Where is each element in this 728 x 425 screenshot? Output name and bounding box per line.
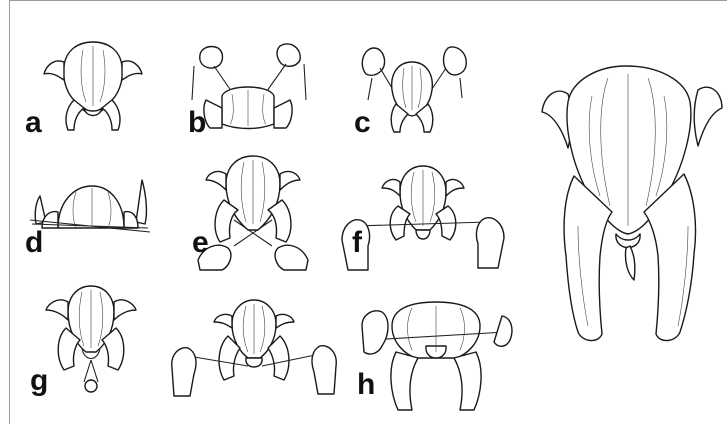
panel-h-label: h <box>357 370 375 400</box>
panel-pull-string-illustration <box>168 296 340 401</box>
panel-c-label: c <box>354 108 371 138</box>
panel-f-illustration <box>338 160 508 275</box>
panel-b-label: b <box>188 108 206 138</box>
panel-a-label: a <box>25 108 42 138</box>
panel-f-label: f <box>352 228 362 258</box>
panel-d-illustration <box>28 172 153 242</box>
panel-g-illustration <box>36 282 146 397</box>
trussed-bird-illustration <box>538 56 728 354</box>
panel-h-illustration <box>356 296 516 414</box>
panel-e-illustration <box>194 150 312 275</box>
panel-e-label: e <box>192 228 209 258</box>
panel-a-illustration <box>38 36 148 136</box>
panel-g-label: g <box>30 366 48 396</box>
panel-d-label: d <box>25 228 43 258</box>
